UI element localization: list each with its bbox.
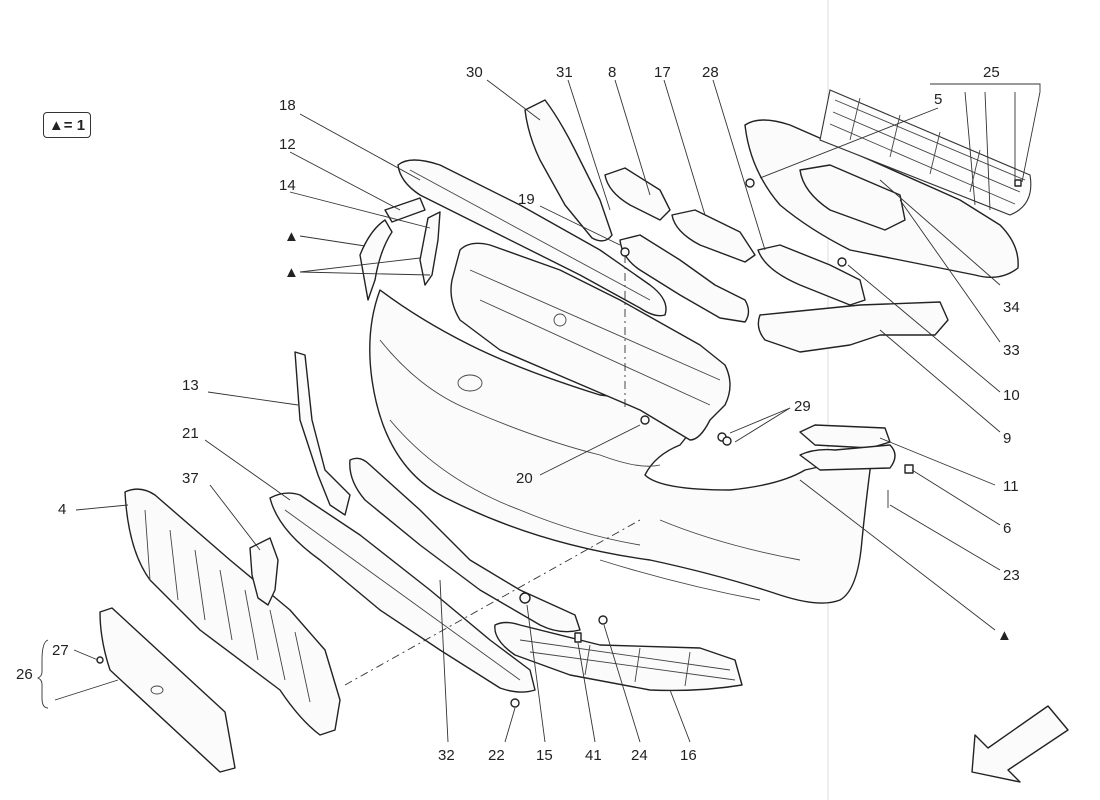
inner-support-34 xyxy=(799,164,906,231)
side-bracket-8 xyxy=(604,167,671,221)
callout-4: 4 xyxy=(58,501,66,518)
callout-6: 6 xyxy=(1003,520,1011,537)
legend-box: ▲ = 1 xyxy=(43,112,91,138)
callout-24: 24 xyxy=(631,747,648,764)
bracket-37 xyxy=(249,537,279,606)
lower-spoiler-21 xyxy=(269,492,536,693)
bumper-cover xyxy=(369,289,873,604)
legend-triangle-icon: ▲ xyxy=(48,116,64,134)
callout-33: 33 xyxy=(1003,342,1020,359)
fastener-41 xyxy=(574,632,582,643)
fastener-19 xyxy=(620,247,630,257)
license-plate-holder-26 xyxy=(99,607,236,773)
callout-37: 37 xyxy=(182,470,199,487)
legend-text: = 1 xyxy=(63,116,86,134)
left-trim-14 xyxy=(419,211,441,286)
fastener-6 xyxy=(904,464,914,474)
callout-21: 21 xyxy=(182,425,199,442)
alignment-line-1 xyxy=(344,519,641,686)
callout-12: 12 xyxy=(279,136,296,153)
air-guide-9 xyxy=(757,301,949,353)
callout-13: 13 xyxy=(182,377,199,394)
callout-27: 27 xyxy=(52,642,69,659)
fastener-20 xyxy=(640,415,650,425)
callout-23: 23 xyxy=(1003,567,1020,584)
callout-14: 14 xyxy=(279,177,296,194)
callout-10: 10 xyxy=(1003,387,1020,404)
triangle-marker-1: ▲ xyxy=(284,228,299,245)
fastener-24 xyxy=(598,615,608,625)
callout-41: 41 xyxy=(585,747,602,764)
callout-26: 26 xyxy=(16,666,33,683)
lower-grille-mesh xyxy=(519,639,736,687)
lower-trim-32 xyxy=(349,457,581,633)
bumper-beam xyxy=(450,242,731,441)
fastener-25 xyxy=(1014,179,1022,187)
triangle-markers: ▲ ▲ ▲ xyxy=(284,228,1012,644)
side-bracket-30 xyxy=(524,99,613,242)
triangle-marker-2: ▲ xyxy=(284,264,299,281)
callout-22: 22 xyxy=(488,747,505,764)
side-bracket-17 xyxy=(671,209,756,263)
triangle-marker-3: ▲ xyxy=(997,627,1012,644)
front-grille-4 xyxy=(124,488,341,736)
leader-lines xyxy=(36,79,1041,743)
callout-29: 29 xyxy=(794,398,811,415)
callout-5: 5 xyxy=(934,91,942,108)
right-lower-trim xyxy=(799,444,896,471)
callout-28: 28 xyxy=(702,64,719,81)
callout-31: 31 xyxy=(556,64,573,81)
direction-arrow-icon xyxy=(971,705,1069,783)
callout-19: 19 xyxy=(518,191,535,208)
fastener-10 xyxy=(837,257,847,267)
left-side-trim xyxy=(359,219,393,301)
fastener-29b xyxy=(722,436,732,446)
upper-cover-strip xyxy=(397,159,667,317)
callout-9: 9 xyxy=(1003,430,1011,447)
grille-slats xyxy=(144,509,311,703)
callout-32: 32 xyxy=(438,747,455,764)
callout-15: 15 xyxy=(536,747,553,764)
callout-16: 16 xyxy=(680,747,697,764)
fastener-22 xyxy=(510,698,520,708)
callout-18: 18 xyxy=(279,97,296,114)
callout-25: 25 xyxy=(983,64,1000,81)
callout-11: 11 xyxy=(1003,478,1019,495)
fastener-5 xyxy=(745,178,755,188)
callout-labels: 30 31 8 17 28 25 5 18 12 14 19 13 21 37 … xyxy=(16,64,1020,764)
side-bracket-28 xyxy=(757,244,866,306)
fastener-15 xyxy=(519,592,531,604)
callout-20: 20 xyxy=(516,470,533,487)
fasteners xyxy=(96,178,1022,708)
callout-8: 8 xyxy=(608,64,616,81)
lower-grille-16 xyxy=(494,621,743,692)
right-trim-11 xyxy=(799,424,891,449)
callout-30: 30 xyxy=(466,64,483,81)
callout-34: 34 xyxy=(1003,299,1020,316)
callout-17: 17 xyxy=(654,64,671,81)
vertical-strip-13 xyxy=(294,351,351,516)
